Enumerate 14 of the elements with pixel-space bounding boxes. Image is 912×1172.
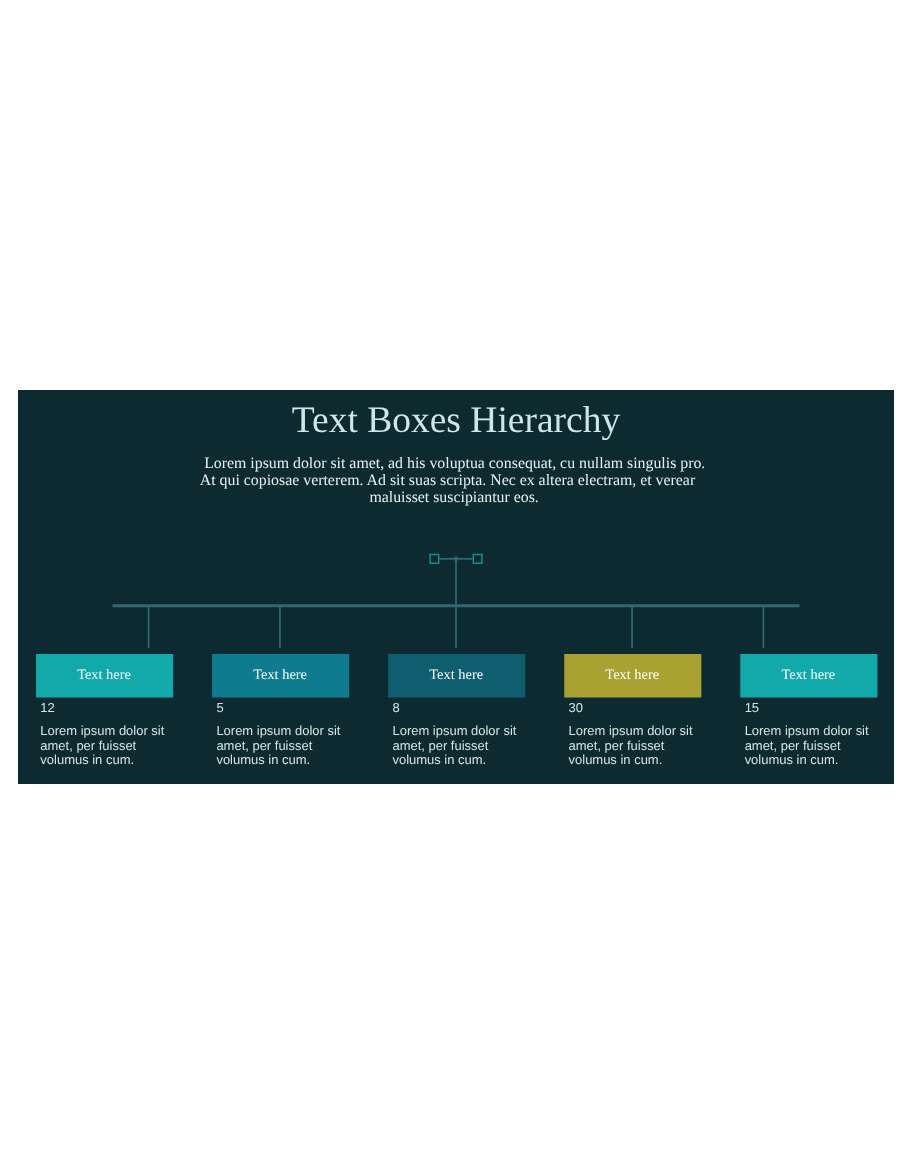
connector [631,605,633,648]
node-point [453,555,459,561]
connector [147,605,150,648]
connector [279,605,281,648]
connector [455,559,457,605]
connector [438,557,456,559]
connector [455,605,457,648]
node-bar [112,603,800,607]
connector [762,605,765,648]
label: Lorem ipsum dolor sit amet, ad his voluptua consequat, cu nullam singulis pro. At qui copiosae verterem. Ad sit suas scripta. Nec ex altera electram, et verear maluisset suscipiantur eos. [199,452,706,506]
diagram-title: Text Boxes Hierarchy [291,398,621,441]
node-box [429,552,440,563]
connector [457,557,474,559]
node-box [472,552,483,563]
